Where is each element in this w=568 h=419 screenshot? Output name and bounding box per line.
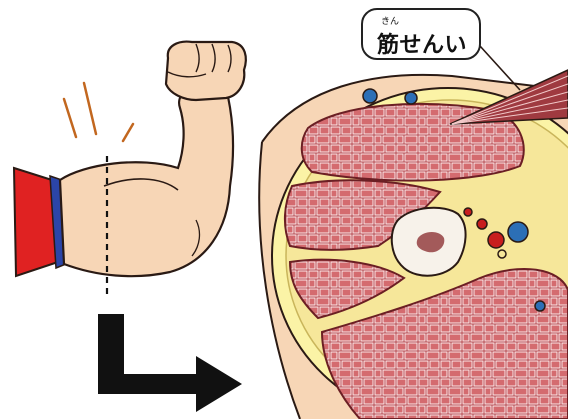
fist [166,42,246,100]
label-text: 筋せんい [377,27,467,59]
flex-motion-lines [64,83,133,141]
flexed-arm-illustration [14,42,246,296]
muscle-fiber-label: きん 筋せんい [361,8,481,60]
pointer-arrow [98,314,242,412]
arm-cross-section [250,70,568,419]
arm-skin [60,88,233,276]
label-ruby: きん [363,14,417,27]
